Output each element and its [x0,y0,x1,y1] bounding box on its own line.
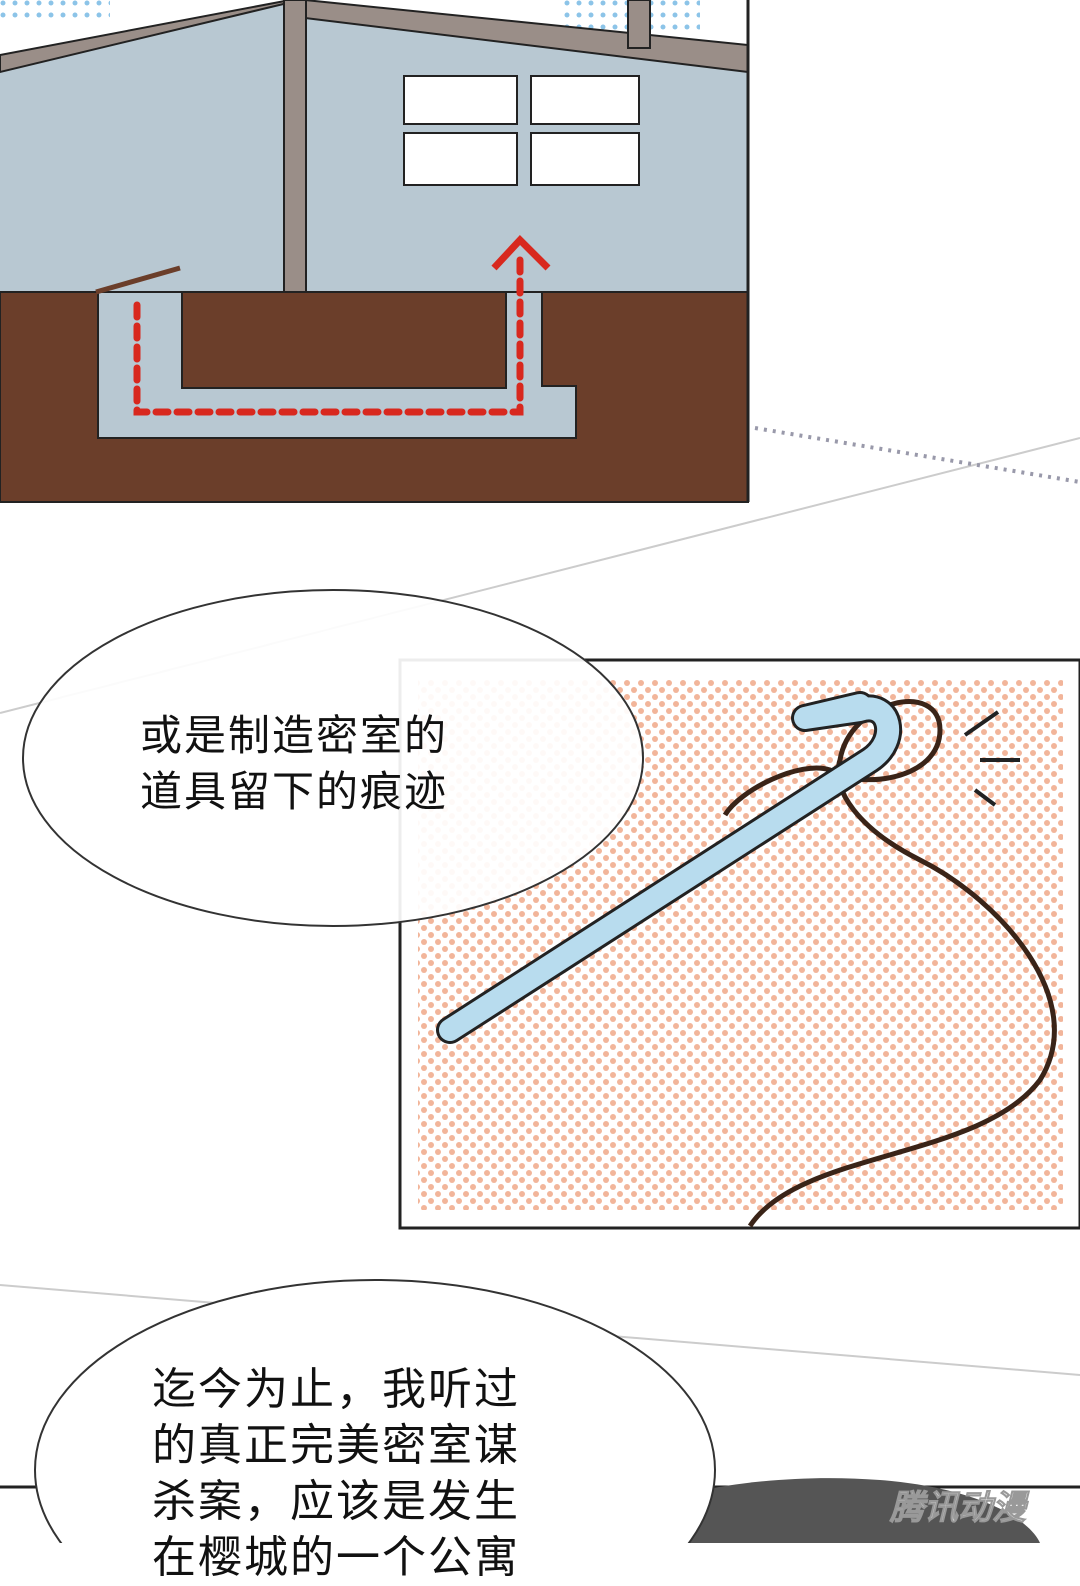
bubble-line: 或是制造密室的 [140,711,449,760]
arrow-up-icon [491,234,551,271]
bubble-line: 杀案，应该是发生 [152,1476,520,1527]
speech-bubble [34,1279,716,1543]
comic-art [0,0,1080,1543]
speech-bubble-text: 或是制造密室的 道具留下的痕迹 [140,708,448,820]
bubble-line: 的真正完美密室谋 [152,1420,520,1471]
speech-bubble-text: 迄今为止，我听过 的真正完美密室谋 杀案，应该是发生 在樱城的一个公寓 [152,1362,520,1586]
bubble-line: 道具留下的痕迹 [140,767,449,816]
motion-marks [963,710,1020,807]
speech-bubble [22,589,644,927]
bubble-line: 迄今为止，我听过 [152,1364,520,1415]
panel-building-cross-section [0,0,750,503]
watermark: 腾讯动漫 [890,1488,1027,1529]
window [403,75,640,186]
bubble-line: 在樱城的一个公寓 [152,1532,520,1583]
